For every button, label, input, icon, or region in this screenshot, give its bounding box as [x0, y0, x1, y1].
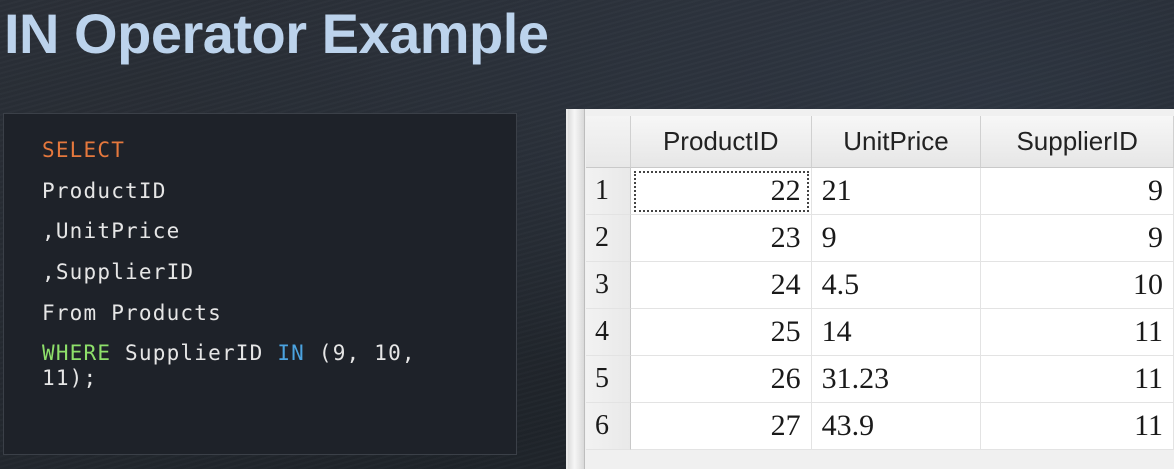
in-values: (9, 10, 11); [42, 340, 416, 390]
code-line-supplierid: ,SupplierID [42, 260, 195, 285]
where-keyword: WHERE [42, 340, 112, 365]
cell-unitprice[interactable]: 21 [811, 168, 982, 215]
results-grid: ProductID UnitPrice SupplierID 1 22 21 9… [586, 116, 1174, 450]
row-number[interactable]: 4 [586, 309, 631, 356]
where-field: SupplierID [111, 340, 278, 365]
sql-code-block: SELECT ProductID ,UnitPrice ,SupplierID … [42, 130, 482, 391]
cell-unitprice[interactable]: 14 [811, 309, 982, 356]
in-keyword: IN [277, 340, 306, 365]
column-header-unitprice[interactable]: UnitPrice [811, 116, 982, 168]
row-number[interactable]: 6 [586, 403, 631, 450]
grid-header-row: ProductID UnitPrice SupplierID [586, 116, 1174, 168]
table-row: 5 26 31.23 11 [586, 356, 1174, 403]
code-line-productid: ProductID [42, 178, 167, 203]
cell-productid[interactable]: 24 [630, 262, 812, 309]
cell-unitprice[interactable]: 9 [811, 215, 982, 262]
row-number[interactable]: 3 [586, 262, 631, 309]
cell-productid[interactable]: 23 [630, 215, 812, 262]
cell-productid[interactable]: 26 [630, 356, 812, 403]
grid-corner-cell[interactable] [586, 116, 631, 168]
code-line-where: WHERE SupplierID IN (9, 10, 11); [42, 334, 482, 391]
cell-supplierid[interactable]: 11 [981, 403, 1174, 450]
table-row: 3 24 4.5 10 [586, 262, 1174, 309]
cell-productid[interactable]: 25 [630, 309, 812, 356]
cell-supplierid[interactable]: 11 [981, 309, 1174, 356]
slide-title: IN Operator Example [4, 2, 549, 65]
table-row: 6 27 43.9 11 [586, 403, 1174, 450]
table-row: 2 23 9 9 [586, 215, 1174, 262]
cell-supplierid[interactable]: 9 [981, 215, 1174, 262]
cell-supplierid[interactable]: 11 [981, 356, 1174, 403]
code-line-select: SELECT [42, 130, 482, 171]
row-number[interactable]: 2 [586, 215, 631, 262]
grid-splitter-bar[interactable] [568, 109, 585, 469]
select-keyword: SELECT [42, 138, 126, 162]
table-row: 4 25 14 11 [586, 309, 1174, 356]
sql-code-panel: SELECT ProductID ,UnitPrice ,SupplierID … [3, 113, 517, 455]
row-number[interactable]: 1 [586, 168, 631, 215]
cell-productid[interactable]: 27 [630, 403, 812, 450]
cell-unitprice[interactable]: 4.5 [811, 262, 982, 309]
cell-supplierid[interactable]: 9 [981, 168, 1174, 215]
code-line-from: From Products [42, 300, 222, 325]
row-number[interactable]: 5 [586, 356, 631, 403]
results-grid-panel: ProductID UnitPrice SupplierID 1 22 21 9… [566, 109, 1174, 469]
column-header-productid[interactable]: ProductID [630, 116, 812, 168]
cell-unitprice[interactable]: 31.23 [811, 356, 982, 403]
table-row: 1 22 21 9 [586, 168, 1174, 215]
cell-unitprice[interactable]: 43.9 [811, 403, 982, 450]
cell-productid[interactable]: 22 [630, 168, 812, 215]
cell-supplierid[interactable]: 10 [981, 262, 1174, 309]
code-line-unitprice: ,UnitPrice [42, 219, 181, 244]
column-header-supplierid[interactable]: SupplierID [981, 116, 1174, 168]
